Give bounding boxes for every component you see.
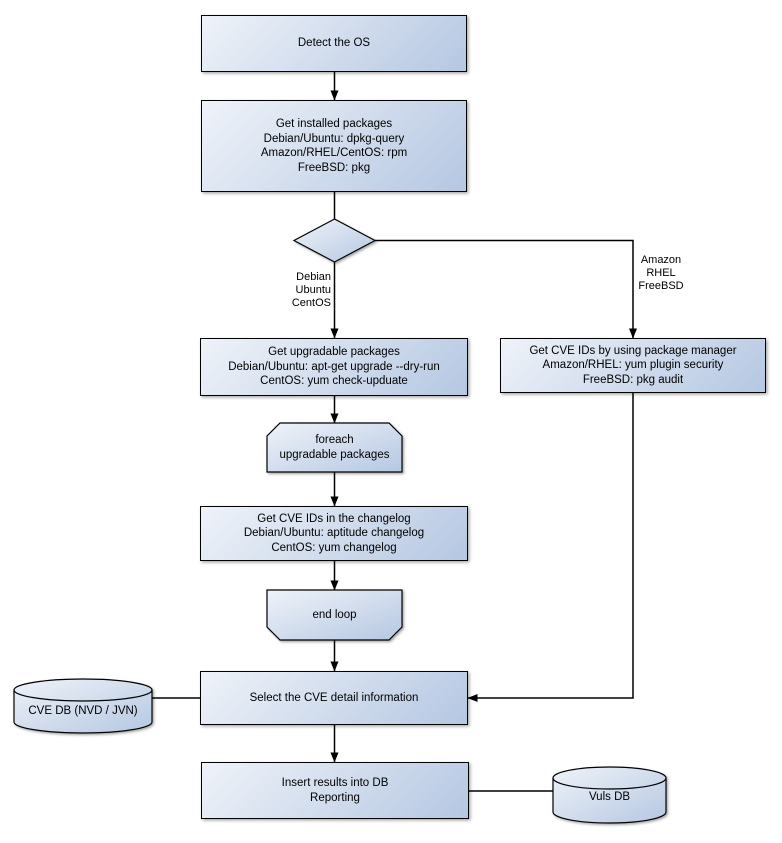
loop-start-shape	[266, 422, 403, 473]
decision-diamond	[292, 218, 377, 263]
arrow-decision-to-package-manager	[375, 239, 637, 339]
vuls-db-cylinder	[552, 766, 667, 824]
node-get-cve-ids-changelog: Get CVE IDs in the changelog Debian/Ubun…	[200, 506, 468, 561]
branch-label-right: Amazon RHEL FreeBSD	[638, 254, 684, 292]
node-insert-results-reporting: Insert results into DB Reporting	[201, 762, 469, 819]
node-select-cve-detail: Select the CVE detail information	[200, 671, 468, 725]
node-get-installed-packages: Get installed packages Debian/Ubuntu: dp…	[201, 100, 467, 192]
cve-db-cylinder-body	[13, 678, 153, 734]
branch-label-left: Debian Ubuntu CentOS	[291, 271, 331, 309]
vuls-db-cylinder-top-edge	[552, 777, 667, 790]
node-get-cve-ids-package-manager: Get CVE IDs by using package manager Ama…	[500, 338, 766, 393]
arrow-package-manager-to-select	[467, 393, 634, 702]
cve-db-cylinder	[13, 678, 153, 734]
vuls-db-cylinder-body	[552, 766, 667, 824]
cve-db-cylinder-top-edge	[13, 689, 153, 702]
node-detect-os: Detect the OS	[201, 15, 467, 72]
loop-end-shape	[266, 589, 403, 641]
node-get-upgradable-packages: Get upgradable packages Debian/Ubuntu: a…	[200, 338, 468, 396]
